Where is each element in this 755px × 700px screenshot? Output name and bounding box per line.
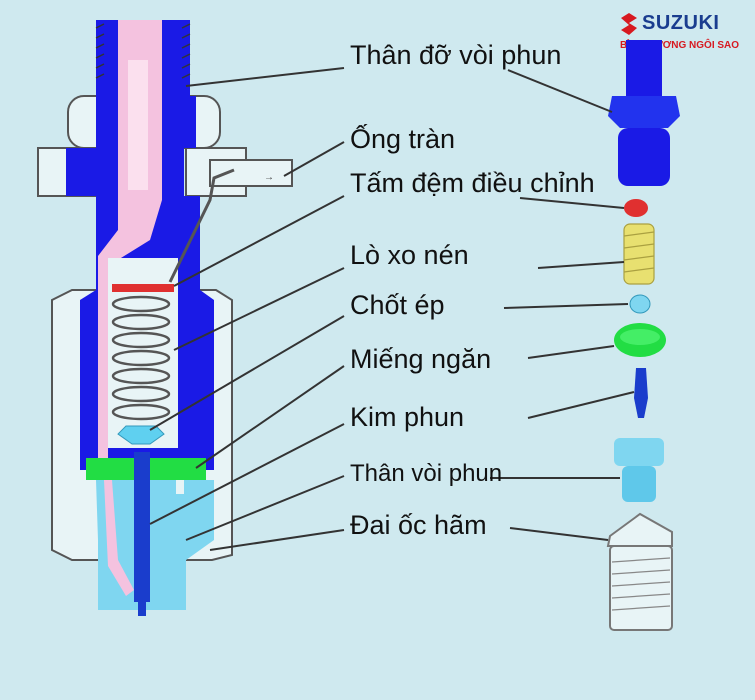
leader-dai-oc-right bbox=[509, 527, 609, 541]
injector-cross-section: → bbox=[37, 20, 293, 616]
leader-kim-phun-right bbox=[527, 391, 635, 419]
leader-than-do-left bbox=[185, 67, 345, 87]
spacer-hole bbox=[176, 480, 184, 494]
leader-than-voi-left bbox=[185, 475, 345, 541]
leader-than-do-right bbox=[507, 69, 613, 113]
leader-mieng-ngan-right bbox=[527, 345, 615, 359]
leader-mieng-ngan-left bbox=[195, 365, 345, 469]
part-holder-body bbox=[618, 128, 670, 186]
label-ong-tran: Ống tràn bbox=[350, 124, 456, 154]
shim bbox=[112, 284, 174, 292]
brand-tagline: BÌNH DƯƠNG NGÔI SAO bbox=[620, 40, 740, 51]
leader-dai-oc-left bbox=[209, 529, 345, 551]
leader-chot-ep-left bbox=[149, 315, 345, 431]
needle-tip bbox=[138, 600, 146, 616]
label-dai-oc-ham: Đai ốc hãm bbox=[350, 510, 487, 540]
top-thread bbox=[95, 23, 191, 79]
suzuki-s-icon bbox=[621, 13, 637, 35]
leader-lo-xo-right bbox=[537, 261, 625, 269]
brand-name: SUZUKI bbox=[642, 12, 720, 34]
overflow-line bbox=[168, 168, 235, 283]
leader-tam-dem-right bbox=[519, 197, 625, 209]
label-than-do-voi-phun: Thân đỡ vòi phun bbox=[350, 40, 562, 70]
label-chot-ep: Chốt ép bbox=[350, 290, 445, 320]
part-nozzle-tip bbox=[622, 466, 656, 502]
fuel-passage-lower bbox=[104, 480, 134, 596]
part-holder-hex bbox=[608, 96, 680, 128]
part-nozzle-top bbox=[614, 438, 664, 466]
leader-lines bbox=[149, 67, 635, 551]
leader-lo-xo-left bbox=[173, 267, 345, 351]
label-than-voi-phun: Thân vòi phun bbox=[350, 460, 503, 487]
label-kim-phun: Kim phun bbox=[350, 402, 465, 432]
nozzle-needle bbox=[134, 452, 150, 602]
leader-kim-phun-left bbox=[149, 423, 345, 525]
leader-tam-dem-left bbox=[173, 195, 345, 287]
fuel-passage-highlight bbox=[128, 60, 148, 190]
spring-coils bbox=[111, 295, 171, 421]
part-holder-thread bbox=[626, 40, 662, 100]
svg-text:→: → bbox=[264, 172, 274, 183]
part-pin bbox=[629, 294, 651, 314]
leader-ong-tran bbox=[283, 141, 345, 177]
part-needle bbox=[634, 368, 648, 418]
label-lo-xo-nen: Lò xo nén bbox=[350, 240, 469, 270]
part-nut-top bbox=[606, 512, 673, 547]
part-spacer-top bbox=[620, 329, 660, 345]
overflow-tube-body bbox=[209, 159, 293, 187]
label-mieng-ngan: Miếng ngăn bbox=[350, 344, 492, 374]
part-shim bbox=[624, 199, 648, 217]
label-tam-dem-dieu-chinh: Tấm đệm điều chỉnh bbox=[350, 168, 595, 198]
exploded-parts bbox=[606, 40, 680, 631]
leader-chot-ep-right bbox=[503, 303, 629, 309]
